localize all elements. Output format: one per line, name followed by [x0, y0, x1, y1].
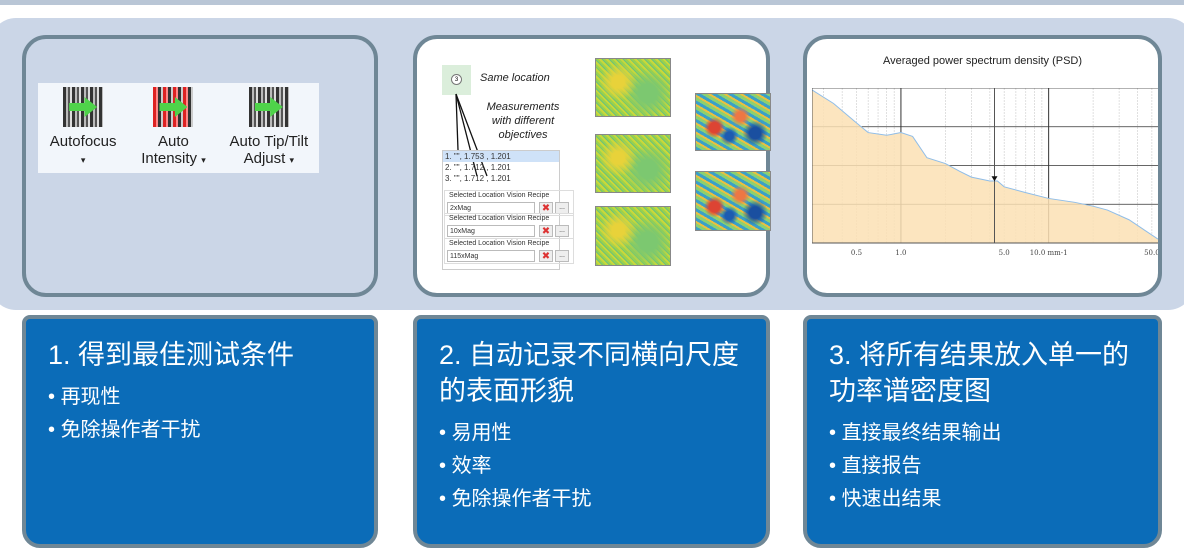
delete-icon[interactable]: ✖ [539, 225, 553, 237]
step-2-box: 2. 自动记录不同横向尺度的表面形貌易用性效率免除操作者干扰 [413, 315, 770, 548]
step-title: 3. 将所有结果放入单一的功率谱密度图 [829, 340, 1130, 406]
x-tick-label: 0.5 [851, 249, 862, 257]
same-location-label: Same location [480, 72, 550, 84]
psd-chart: 0.5 1.0 5.0 10.0 mm-1 50.0 [812, 88, 1158, 257]
heatmap-115x [595, 206, 671, 266]
step-title: 2. 自动记录不同横向尺度的表面形貌 [439, 340, 740, 406]
recipe-label: Selected Location Vision Recipe [449, 215, 550, 222]
delete-icon[interactable]: ✖ [539, 250, 553, 262]
recipe-input[interactable]: 115xMag [447, 250, 535, 262]
bullet-item: 免除操作者干扰 [48, 414, 352, 447]
marker-icon: 3 [451, 74, 462, 85]
chart-title: Averaged power spectrum density (PSD) [882, 55, 1083, 67]
x-tick-label: 5.0 [999, 249, 1010, 257]
recipe-label: Selected Location Vision Recipe [449, 240, 550, 247]
x-tick-label: 50.0 [1144, 249, 1158, 257]
heatmap-2x [595, 58, 671, 117]
chevron-down-icon: ▾ [80, 155, 86, 165]
arrows [455, 93, 488, 177]
bullet-item: 再现性 [48, 381, 352, 414]
heatmap-10x [595, 134, 671, 193]
browse-button[interactable]: ... [555, 250, 569, 262]
browse-button[interactable]: ... [555, 225, 569, 237]
recipe-input[interactable]: 10xMag [447, 225, 535, 237]
recipe-115x: Selected Location Vision Recipe 115xMag ✖.… [444, 238, 574, 264]
heatmap-detail-2 [695, 171, 771, 231]
auto-tip-tilt-button[interactable]: Auto Tip/Tilt Adjust ▾ [219, 87, 319, 173]
bullet-item: 效率 [439, 450, 744, 483]
chevron-down-icon: ▾ [201, 155, 206, 165]
bullet-item: 快速出结果 [829, 483, 1136, 516]
auto-ribbon: Autofocus ▾ Auto Intensity ▾ Auto Tip/Til… [38, 83, 319, 173]
top-strip [0, 0, 1184, 5]
step-1-box: 1. 得到最佳测试条件再现性免除操作者干扰 [22, 315, 378, 548]
auto-tip-tilt-icon [248, 87, 289, 127]
bullet-item: 易用性 [439, 417, 744, 450]
bullet-item: 免除操作者干扰 [439, 483, 744, 516]
step-title: 1. 得到最佳测试条件 [48, 340, 295, 370]
auto-intensity-icon [153, 87, 194, 127]
step-3-box: 3. 将所有结果放入单一的功率谱密度图直接最终结果输出直接报告快速出结果 [803, 315, 1162, 548]
bullet-item: 直接报告 [829, 450, 1136, 483]
cursor-marker-icon [991, 176, 998, 182]
heatmap-detail-1 [695, 93, 771, 151]
button-label: Auto Intensity [141, 133, 198, 167]
chevron-down-icon: ▾ [289, 155, 295, 165]
autofocus-button[interactable]: Autofocus ▾ [38, 87, 128, 173]
auto-intensity-button[interactable]: Auto Intensity ▾ [128, 87, 218, 173]
list-item[interactable]: 2. "", 1.712 , 1.201 [445, 163, 511, 172]
button-label: Auto Tip/Tilt Adjust [229, 133, 309, 167]
list-item[interactable]: 1. "", 1.753 , 1.201 [443, 151, 559, 162]
recipe-label: Selected Location Vision Recipe [449, 192, 550, 199]
list-item[interactable]: 3. "", 1.712 , 1.201 [445, 174, 511, 183]
button-label: Autofocus [49, 133, 117, 150]
autofocus-icon [63, 87, 104, 127]
x-tick-label: 10.0 mm-1 [1030, 249, 1068, 257]
bullet-item: 直接最终结果输出 [829, 417, 1136, 450]
recipe-10x: Selected Location Vision Recipe 10xMag ✖..… [444, 213, 574, 239]
x-tick-label: 1.0 [895, 249, 906, 257]
psd-line [812, 89, 1158, 240]
measurements-label: Measurements with different objectives [486, 101, 560, 141]
psd-area [812, 89, 1158, 243]
location-marker: 3 [442, 65, 471, 95]
